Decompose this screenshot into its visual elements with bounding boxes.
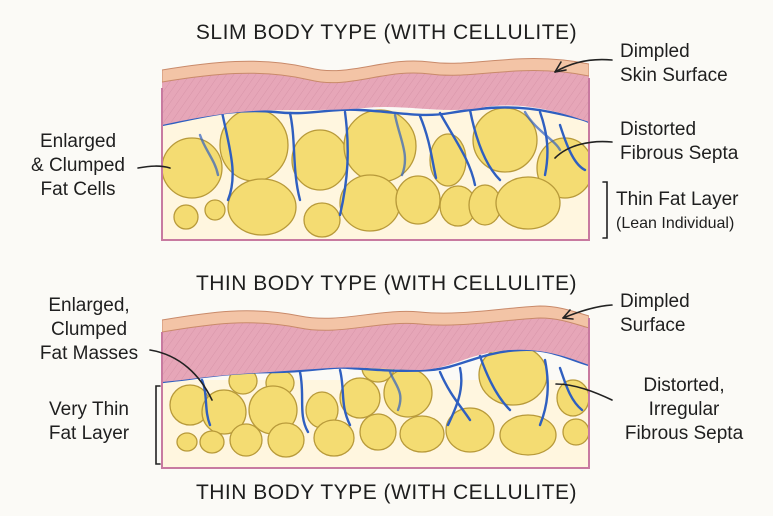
panel1-skin-arrow bbox=[554, 58, 613, 73]
callout-lines bbox=[137, 58, 613, 465]
panel2-cross-section bbox=[162, 305, 589, 468]
panel2-fat-label: Enlarged, Clumped Fat Masses bbox=[39, 295, 139, 364]
panel1-frame bbox=[161, 78, 590, 241]
panel1-layer-bracket bbox=[602, 181, 608, 239]
panel2-fat-leader bbox=[149, 349, 213, 401]
panel1-layer-label: Thin Fat Layer (Lean Individual) bbox=[616, 189, 739, 232]
panel2-septa-leader bbox=[555, 383, 613, 401]
panel2-layer-bracket bbox=[155, 385, 161, 465]
panel1-cross-section bbox=[162, 58, 589, 240]
panel1-skin-surface bbox=[162, 58, 589, 84]
panel1-septa-leader bbox=[554, 140, 613, 159]
panel2-septa-label: Distorted, Irregular Fibrous Septa bbox=[624, 375, 744, 444]
panel1-fat-label: Enlarged & Clumped Fat Cells bbox=[31, 131, 125, 200]
panel1-title: SLIM BODY TYPE (WITH CELLULITE) bbox=[195, 21, 578, 44]
panel1-fibrous-septa bbox=[162, 106, 589, 217]
panel1-skin-label: Dimpled Skin Surface bbox=[620, 41, 728, 86]
panel2-frame bbox=[161, 318, 590, 469]
panel2-skin-label: Dimpled Surface bbox=[620, 291, 690, 336]
footer-title: THIN BODY TYPE (WITH CELLULITE) bbox=[195, 481, 578, 504]
panel2-title: THIN BODY TYPE (WITH CELLULITE) bbox=[195, 272, 578, 295]
panel1-fat-leader bbox=[137, 165, 171, 169]
panel2-skin-arrow bbox=[562, 304, 613, 319]
panel1-septa-label: Distorted Fibrous Septa bbox=[620, 119, 739, 164]
panel2-skin-surface bbox=[162, 305, 589, 333]
panel2-layer-label: Very Thin Fat Layer bbox=[48, 399, 130, 444]
